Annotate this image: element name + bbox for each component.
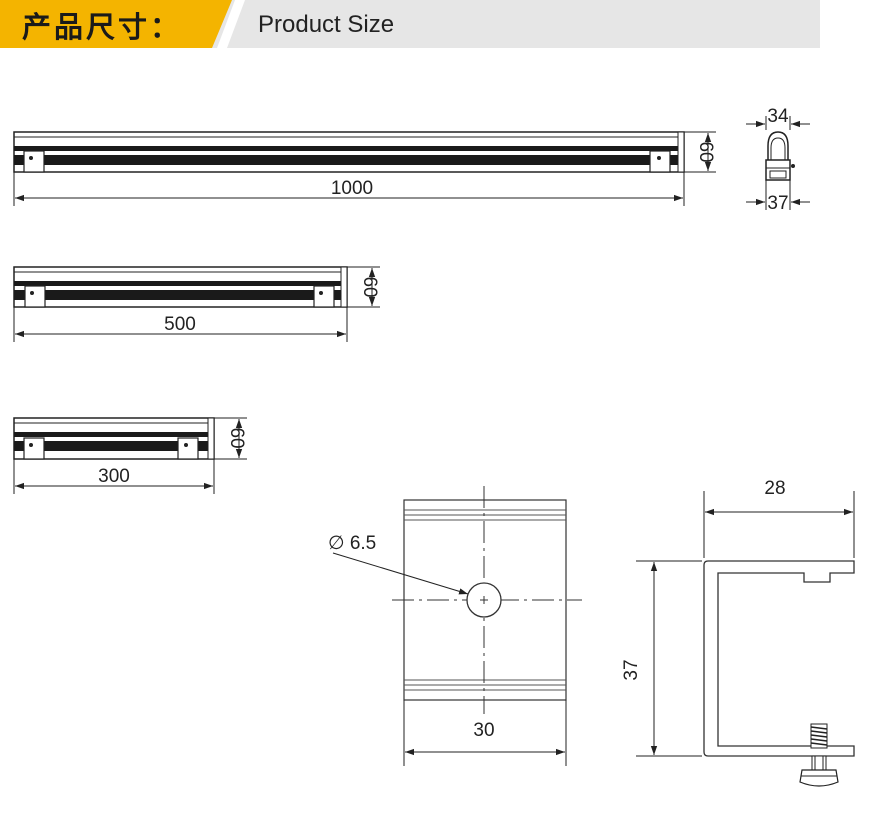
dim-height-500: 60 (359, 276, 380, 297)
mount-clip-right (649, 150, 671, 173)
dim-end-bottom-width: 37 (767, 193, 788, 214)
dim-length-300: 300 (98, 466, 130, 487)
dim-height-1000: 60 (695, 141, 716, 162)
header-accent-tab (0, 0, 232, 48)
bracket-front-view: ∅ 6.5 30 (328, 486, 582, 766)
section-title-chinese: 产品尺寸： (22, 10, 183, 44)
screw-icon (799, 723, 839, 787)
dim-hole-diameter: ∅ 6.5 (328, 533, 376, 554)
fixture-1000-body (13, 131, 685, 173)
bracket-side-view: 28 37 (621, 478, 855, 787)
dim-bracket-width: 30 (473, 720, 494, 741)
mount-clip-left (23, 150, 45, 173)
fixture-500-body (13, 266, 348, 308)
mount-clip-right (177, 437, 199, 460)
dim-length-500: 500 (164, 314, 196, 335)
dim-bracket-height: 37 (621, 659, 642, 680)
dim-end-top-width: 34 (767, 106, 789, 127)
bracket-profile (703, 560, 855, 757)
mount-clip-left (24, 285, 46, 308)
mount-clip-right (313, 285, 335, 308)
fixture-500-drawing: 500 60 (13, 266, 380, 342)
section-title-english: Product Size (258, 11, 395, 38)
hole-leader-line (332, 552, 469, 595)
section-header: 产品尺寸： Product Size (0, 0, 820, 48)
end-view-drawing: 34 37 (746, 106, 810, 214)
dim-bracket-depth: 28 (764, 478, 785, 499)
fixture-1000-drawing: 1000 60 (13, 131, 716, 206)
dim-height-300: 60 (226, 427, 247, 448)
mount-clip-left (23, 437, 45, 460)
fixture-300-drawing: 300 60 (13, 417, 247, 494)
dim-length-1000: 1000 (331, 178, 373, 199)
